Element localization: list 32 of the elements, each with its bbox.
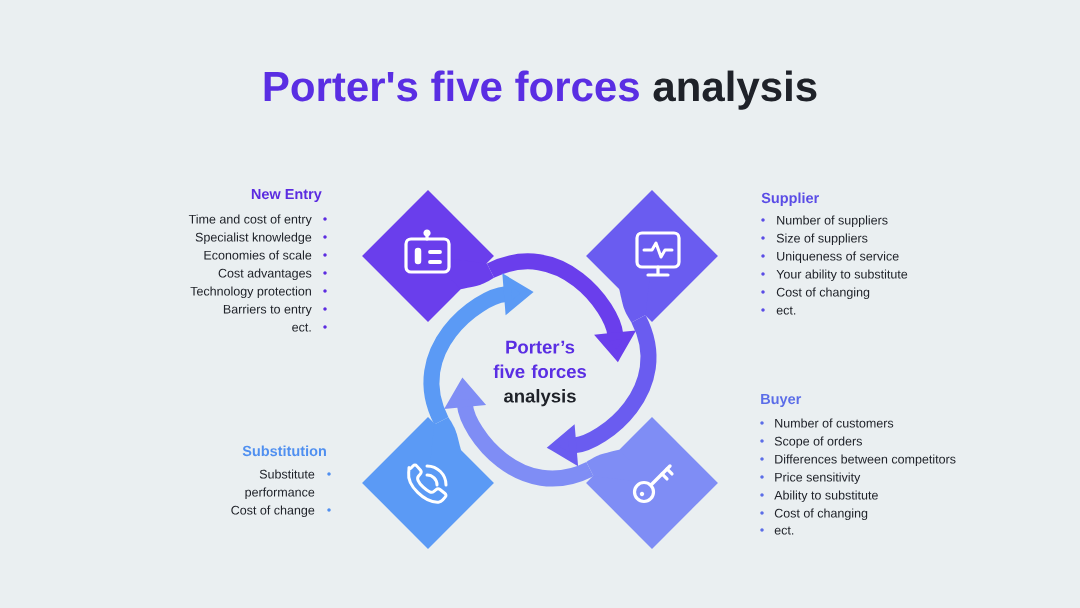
title: Porter's five forces analysis [264,70,817,110]
diamond-tile [362,190,495,322]
list-item: Cost advantages [218,268,312,281]
list-item: Technology protection [190,286,311,299]
center-label: Porter’s five forces analysis [493,340,586,407]
list-item: ect. [776,306,796,315]
list-item: Differences between competitors [775,454,956,467]
list-item: Number of suppliers [777,215,888,228]
list-item: Size of suppliers [776,233,868,246]
heading: Buyer [761,394,802,407]
list-item: Your ability to substitute [776,269,908,282]
heading: Substitution [242,445,326,457]
list-item: Substitute performance [245,469,315,500]
heading: New Entry [251,189,322,202]
list-item: Number of customers [775,418,894,428]
list-item: Barriers to entry [223,304,312,317]
list-item: ect. [292,323,311,332]
list-item: Time and cost of entry [188,214,312,227]
list-item: Cost of changing [776,287,870,300]
list-item: Cost of change [231,505,315,518]
list-item: Ability to substitute [774,490,878,503]
list-item: ect. [774,526,794,535]
list-item: Economies of scale [204,250,312,260]
list-item: Specialist knowledge [195,232,312,245]
list-item: Uniqueness of service [777,251,899,264]
diamond-tile [586,190,718,323]
list-item: Cost of changing [774,508,868,521]
diamond-tile [362,417,494,549]
heading: Supplier [761,192,819,206]
list-item: Scope of orders [774,436,862,449]
list-item: Price sensitivity [775,472,861,485]
diamond-tile [586,417,718,549]
